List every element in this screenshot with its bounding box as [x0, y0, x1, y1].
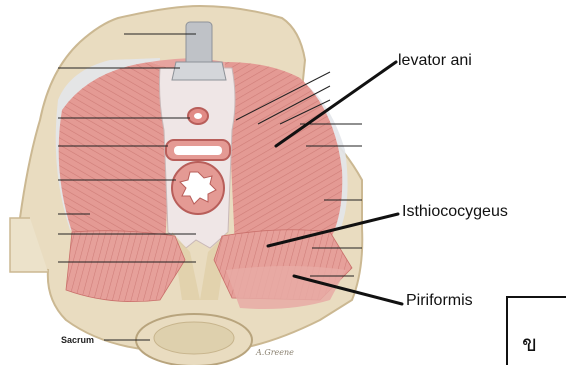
- levator-ani-label: levator ani: [398, 52, 472, 70]
- isthiococygeus-label: Isthiococygeus: [402, 203, 508, 221]
- answer-letter: ข: [522, 326, 537, 361]
- piriformis-label: Piriformis: [406, 292, 473, 310]
- sacrum-label: Sacrum: [61, 335, 94, 345]
- urethra: [186, 22, 212, 66]
- artist-signature: A.Greene: [256, 348, 294, 357]
- sacrum-bone: [136, 314, 252, 365]
